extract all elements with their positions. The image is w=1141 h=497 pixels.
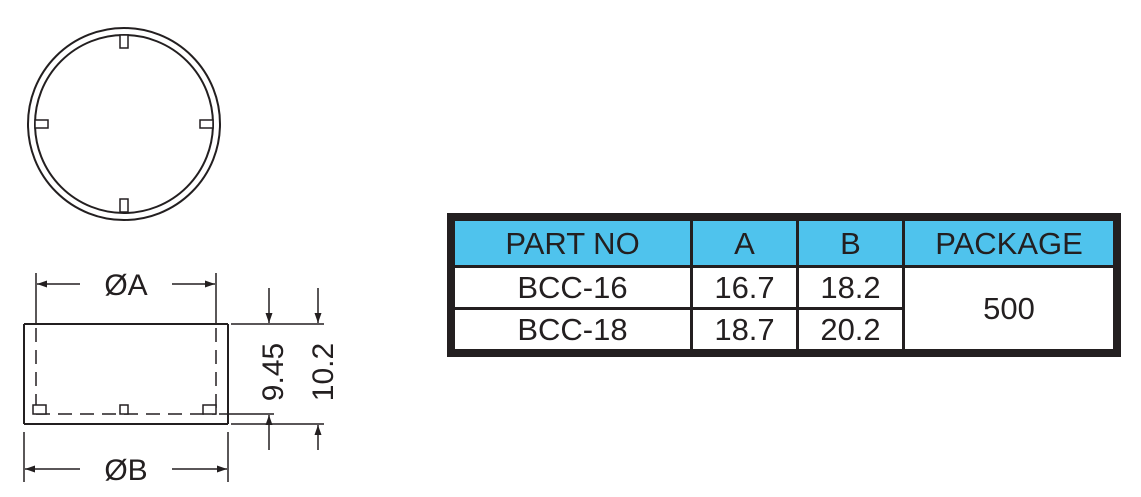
header-a: A <box>690 215 799 268</box>
cell-part-no: BCC-18 <box>449 307 693 355</box>
cell-package: 500 <box>902 265 1119 355</box>
side-view <box>23 273 324 482</box>
tab-bottom <box>119 198 129 213</box>
cell-a: 16.7 <box>690 265 799 310</box>
cell-b: 18.2 <box>796 265 905 310</box>
tab-top <box>119 34 129 49</box>
table-header-row: PART NO A B PACKAGE <box>449 215 1119 268</box>
inner-circle <box>34 34 214 214</box>
cell-part-no: BCC-16 <box>449 265 693 310</box>
cell-a: 18.7 <box>690 307 799 355</box>
spec-table: PART NO A B PACKAGE BCC-16 16.7 18.2 500… <box>447 213 1121 357</box>
outer-diameter-label: ØA <box>104 269 147 302</box>
tab-right <box>199 119 214 129</box>
header-b: B <box>796 215 905 268</box>
table-row: BCC-16 16.7 18.2 500 <box>449 265 1119 355</box>
header-package: PACKAGE <box>902 215 1119 268</box>
cell-b: 20.2 <box>796 307 905 355</box>
outer-circle <box>27 27 221 221</box>
tab-left <box>34 119 49 129</box>
table-row: BCC-18 18.7 20.2 <box>449 307 1117 355</box>
outer-height-label: 10.2 <box>307 343 340 401</box>
inner-height-label: 9.45 <box>257 343 290 401</box>
top-view <box>27 27 221 221</box>
inner-diameter-label: ØB <box>104 454 147 487</box>
header-part-no: PART NO <box>449 215 693 268</box>
